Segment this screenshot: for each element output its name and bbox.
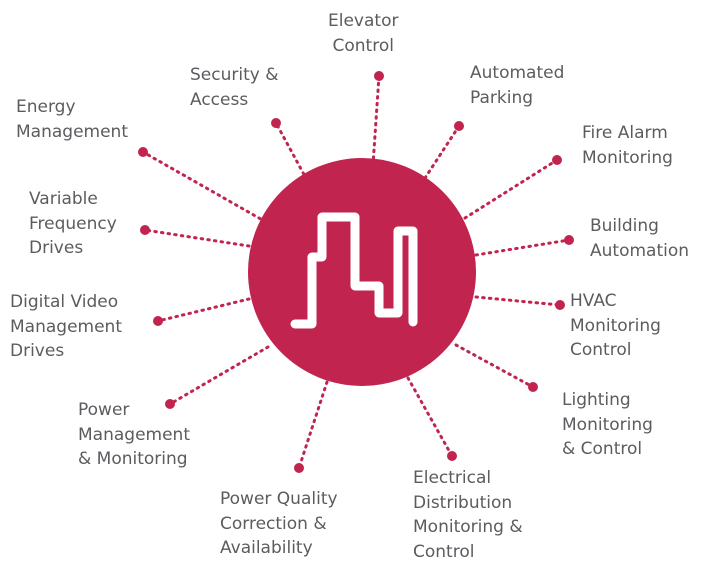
spoke-security — [274, 121, 309, 182]
dot-lighting — [528, 382, 538, 392]
spoke-electrical — [406, 376, 454, 458]
spoke-fire — [463, 158, 559, 220]
spoke-lighting — [454, 343, 535, 389]
label-security-access: Security &Access — [190, 65, 279, 110]
dot-security — [271, 118, 281, 128]
spoke-video — [156, 297, 251, 323]
spoke-dots — [138, 71, 574, 473]
dot-hvac — [555, 300, 565, 310]
spoke-vfd — [143, 228, 251, 248]
dot-elevator — [374, 71, 384, 81]
spoke-building — [474, 238, 571, 257]
dot-video — [153, 316, 163, 326]
spokes — [141, 74, 571, 470]
spoke-parking — [423, 124, 461, 180]
building-skyline-icon — [290, 212, 418, 329]
center-hub-circle — [248, 158, 476, 386]
dot-vfd — [140, 225, 150, 235]
dot-electrical — [447, 451, 457, 461]
dot-power — [165, 399, 175, 409]
dot-energy — [138, 147, 148, 157]
spoke-quality — [297, 380, 329, 470]
spoke-power — [168, 345, 270, 406]
spoke-hvac — [474, 295, 562, 307]
dot-parking — [454, 121, 464, 131]
dot-building — [564, 235, 574, 245]
dot-quality — [294, 463, 304, 473]
spoke-energy — [141, 150, 268, 224]
spoke-elevator — [371, 74, 381, 167]
dot-fire — [552, 155, 562, 165]
